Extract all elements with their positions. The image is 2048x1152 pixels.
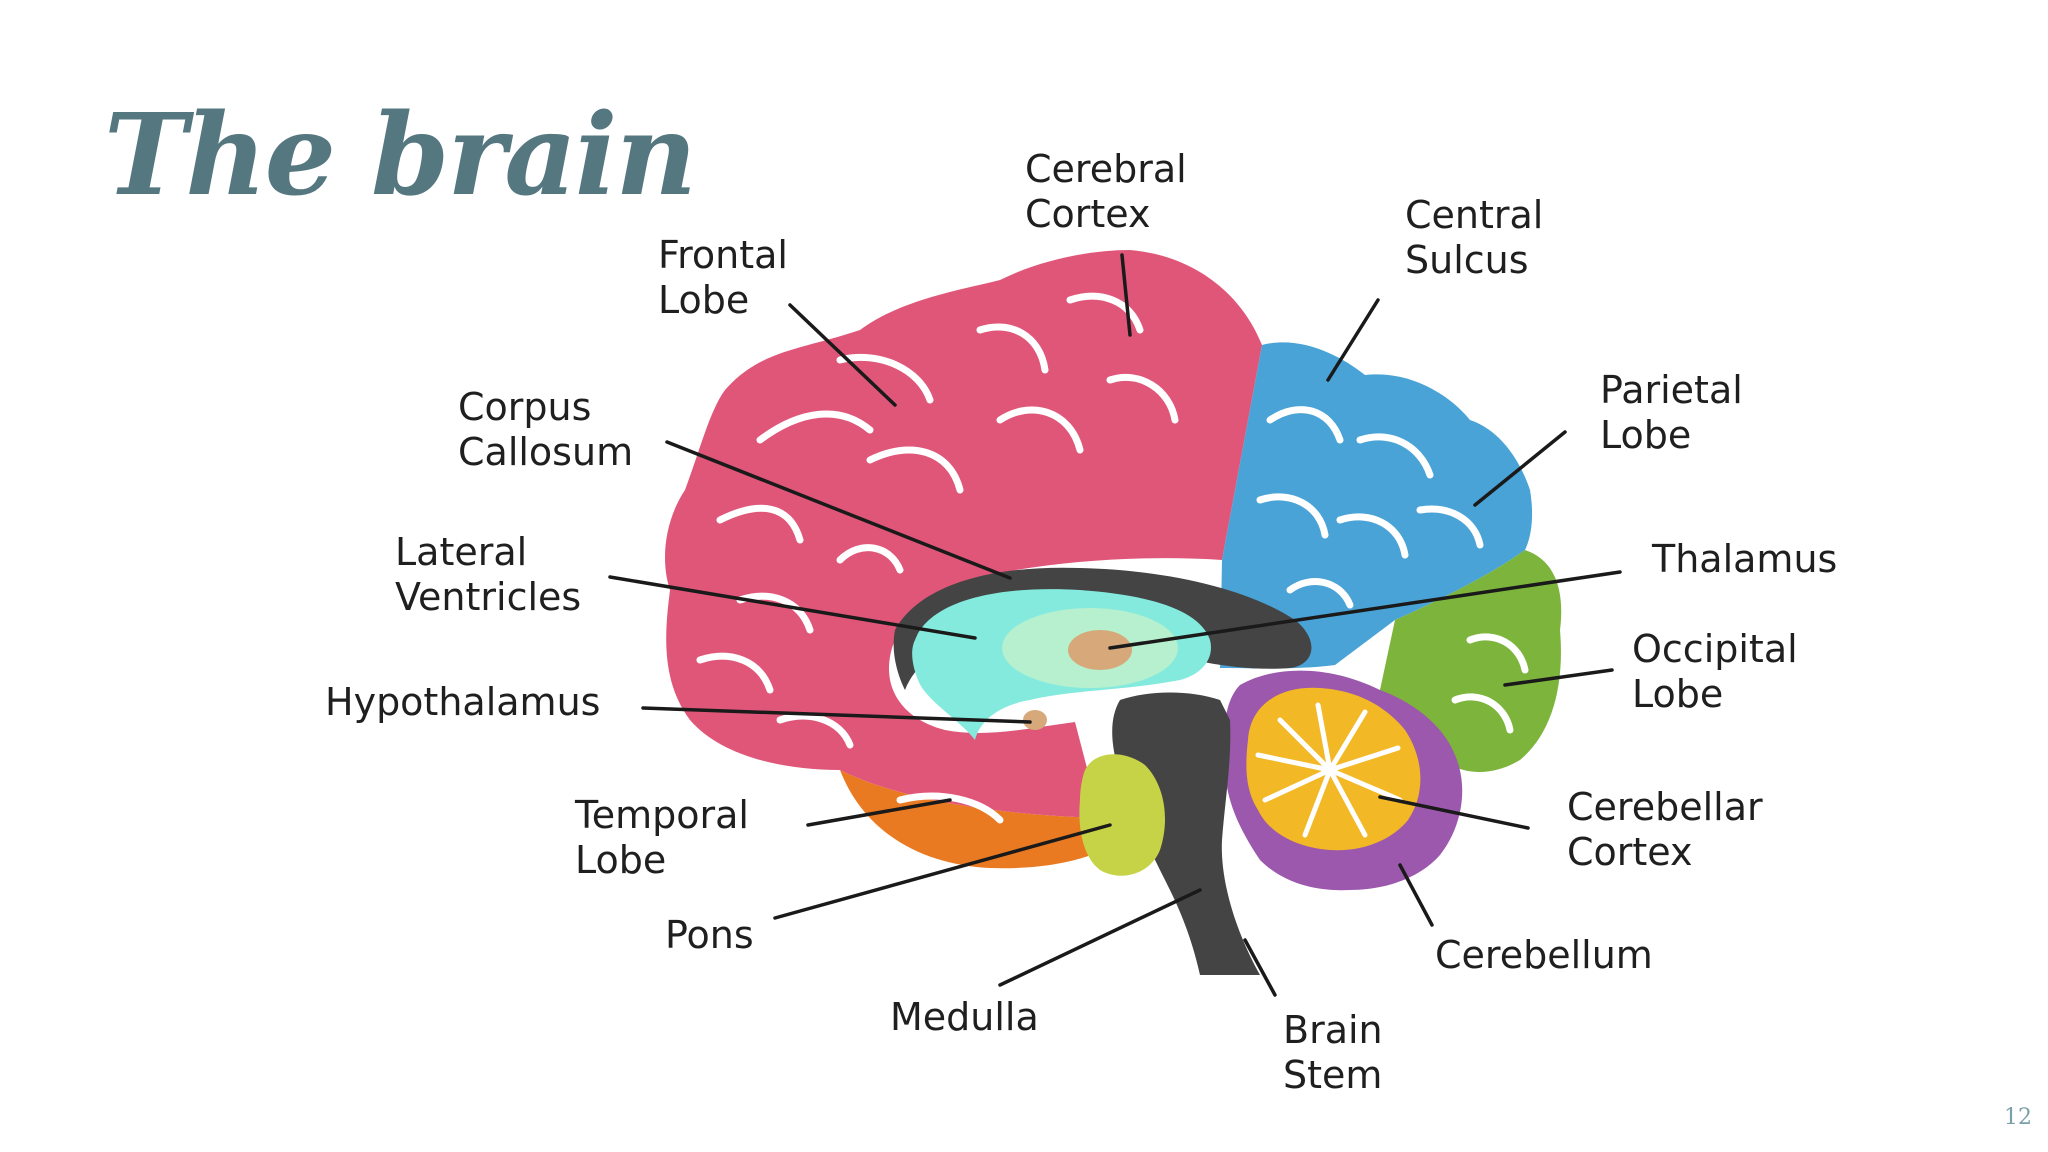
leader-brain-stem bbox=[1243, 938, 1277, 997]
leader-corpus-callosum bbox=[665, 440, 1012, 580]
leader-lateral-ventricles bbox=[608, 575, 977, 640]
occipital-gyri bbox=[1451, 633, 1529, 734]
frontal-lobe-region bbox=[665, 250, 1262, 818]
leader-occipital-lobe bbox=[1503, 668, 1614, 687]
leader-central-sulcus bbox=[1326, 298, 1380, 382]
brain-stem-region bbox=[1112, 692, 1260, 975]
temporal-gyri bbox=[896, 792, 1004, 824]
hypothalamus-region bbox=[1023, 710, 1047, 730]
parietal-gyri bbox=[1256, 406, 1484, 609]
pons-region bbox=[1079, 754, 1165, 876]
label-thalamus: Thalamus bbox=[1651, 537, 1837, 581]
label-hypothalamus: Hypothalamus bbox=[325, 680, 600, 724]
label-corpus-callosum: Corpus Callosum bbox=[458, 385, 633, 474]
slide-title: The brain bbox=[104, 90, 697, 221]
thalamus-core bbox=[1068, 630, 1132, 670]
page-number: 12 bbox=[2004, 1105, 2032, 1130]
leader-temporal-lobe bbox=[806, 798, 952, 827]
leader-cerebral-cortex bbox=[1120, 253, 1132, 337]
label-occipital-lobe: Occipital Lobe bbox=[1632, 627, 1810, 716]
leader-pons bbox=[773, 823, 1112, 920]
leader-cerebellum bbox=[1398, 863, 1434, 927]
label-pons: Pons bbox=[665, 913, 754, 957]
label-parietal-lobe: Parietal Lobe bbox=[1600, 368, 1755, 457]
label-temporal-lobe: Temporal Lobe bbox=[574, 793, 761, 882]
frontal-gyri bbox=[696, 292, 1179, 749]
label-central-sulcus: Central Sulcus bbox=[1405, 193, 1555, 282]
label-cerebral-cortex: Cerebral Cortex bbox=[1025, 147, 1199, 236]
leader-hypothalamus bbox=[641, 706, 1032, 724]
label-frontal-lobe: Frontal Lobe bbox=[658, 233, 800, 322]
leader-medulla bbox=[998, 888, 1202, 987]
label-cerebellum: Cerebellum bbox=[1435, 933, 1653, 977]
leader-parietal-lobe bbox=[1473, 430, 1567, 507]
leader-cerebellar-cortex bbox=[1378, 795, 1530, 830]
leader-frontal-lobe bbox=[788, 303, 897, 407]
cerebellar-folia bbox=[1255, 702, 1403, 838]
temporal-lobe-region bbox=[840, 770, 1128, 869]
leader-thalamus bbox=[1108, 570, 1622, 650]
label-lateral-ventricles: Lateral Ventricles bbox=[395, 530, 581, 619]
label-medulla: Medulla bbox=[890, 995, 1039, 1039]
label-brain-stem: Brain Stem bbox=[1283, 1008, 1395, 1097]
leader-lines bbox=[608, 253, 1622, 997]
label-cerebellar-cortex: Cerebellar Cortex bbox=[1567, 785, 1775, 874]
